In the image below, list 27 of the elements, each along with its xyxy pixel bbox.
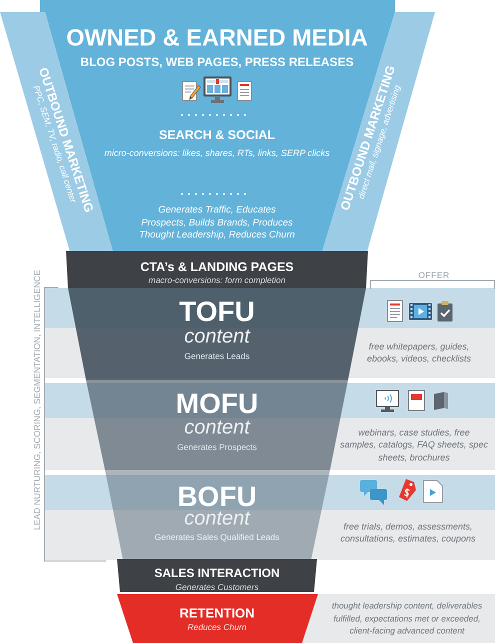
- funnel-section: [66, 251, 368, 288]
- section-title: CTA’s & LANDING PAGES: [140, 260, 294, 274]
- stage-note: Generates Sales Qualified Leads: [154, 532, 280, 542]
- band-title: OWNED & EARNED MEDIA: [66, 24, 368, 52]
- column-heading: OFFER: [418, 270, 450, 280]
- section-note: Reduces Churn: [187, 622, 247, 632]
- offer-description: webinars, case studies, free samples, catalogs, FAQ sheets, spec sheets, brochures: [340, 426, 488, 464]
- offer-description: free whitepapers, guides, ebooks, videos, checklists: [366, 340, 472, 365]
- stage-title: TOFU: [179, 296, 255, 328]
- section-title: SALES INTERACTION: [154, 566, 280, 580]
- band-description: Generates Traffic, Educates Prospects, Builds Brands, Produces Thought Leadership, Reduces Churn: [138, 204, 296, 242]
- side-label: LEAD NURTURING, SCORING, SEGMENTATION, INTELLIGENCE: [32, 270, 42, 530]
- band-note: micro-conversions: likes, shares, RTs, links, SERP clicks: [104, 148, 330, 158]
- section-title: RETENTION: [179, 606, 255, 620]
- band-subtitle: BLOG POSTS, WEB PAGES, PRESS RELEASES: [80, 54, 354, 68]
- stage-note: Generates Prospects: [177, 442, 257, 452]
- funnel-section: [68, 288, 366, 380]
- stage-subtitle: content: [184, 326, 250, 348]
- stage-note: Generates Leads: [184, 351, 250, 361]
- funnel-section: [117, 559, 317, 592]
- section-note: Generates Customers: [175, 582, 259, 592]
- funnel-section: [117, 594, 318, 643]
- band-heading: SEARCH & SOCIAL: [159, 128, 275, 142]
- funnel-section: [105, 470, 330, 560]
- offer-description: free trials, demos, assessments, consultations, estimates, coupons: [339, 520, 477, 545]
- section-note: macro-conversions: form completion: [148, 274, 286, 284]
- offer-description: thought leadership content, deliverables fulfilled, expectations met or exceeded, client-facing advanced content: [330, 599, 484, 637]
